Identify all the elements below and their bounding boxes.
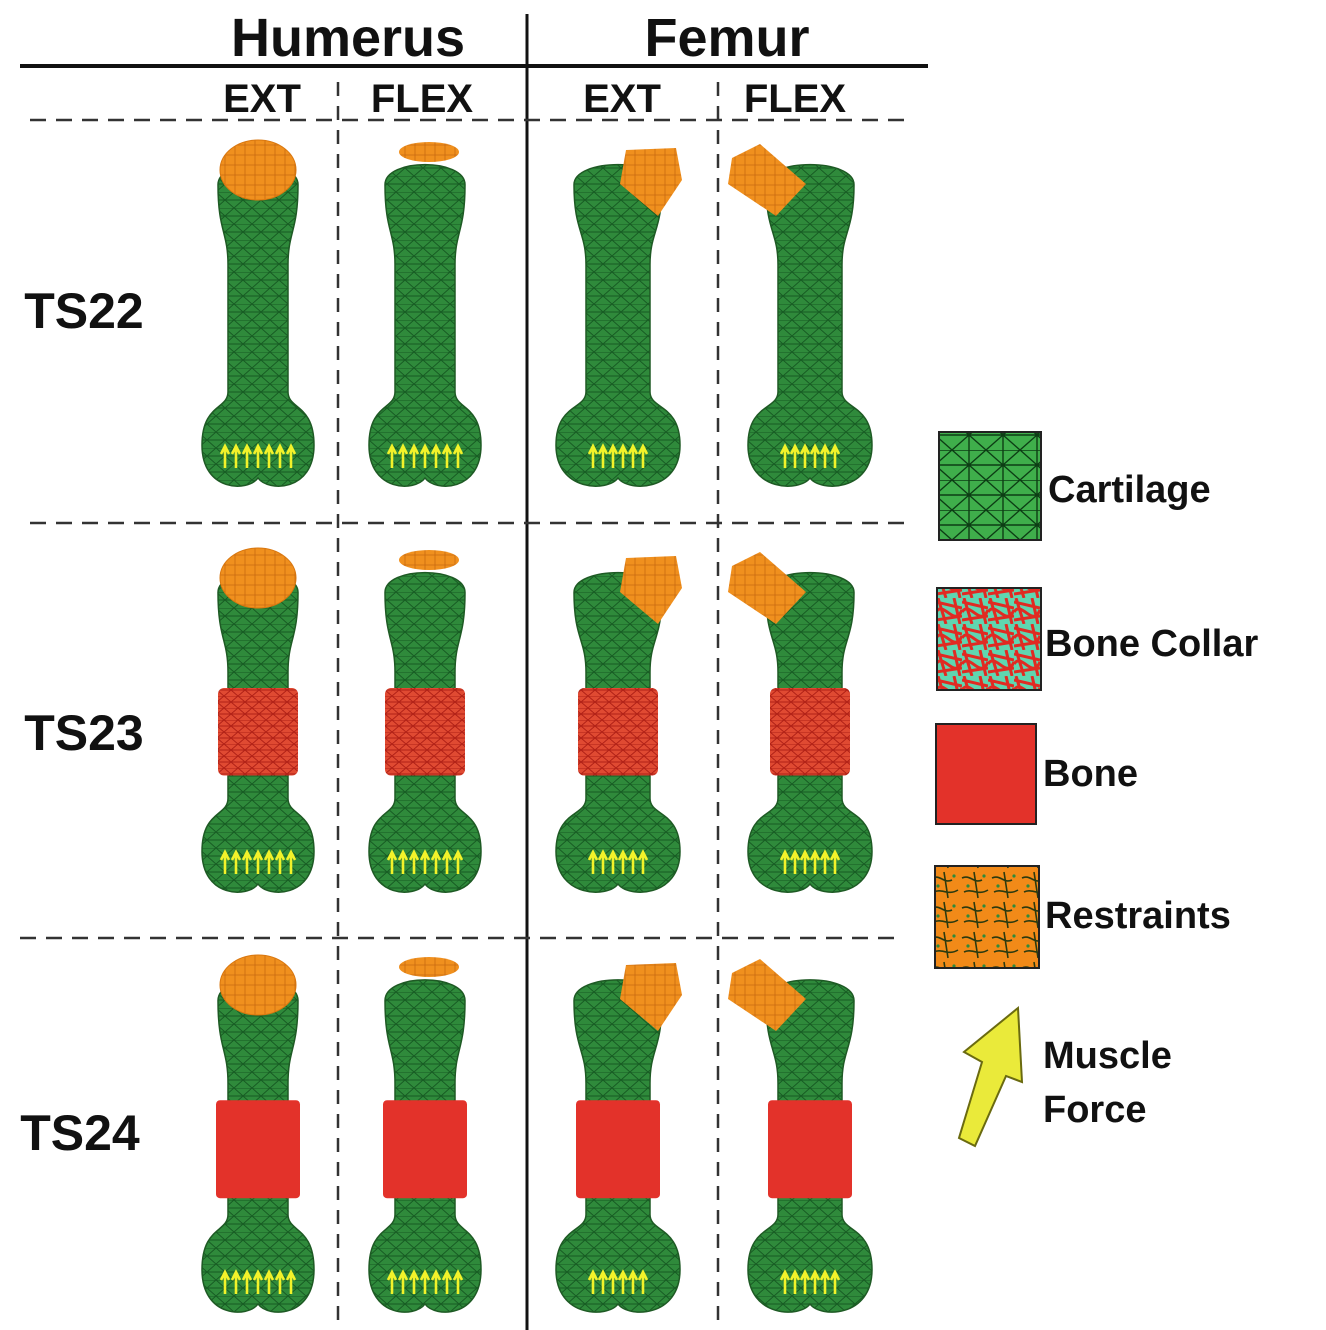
bone-femur-ext-ts24 <box>556 963 682 1312</box>
header-femur: Femur <box>644 8 809 68</box>
legend-item-restraints: Restraints <box>935 866 1231 968</box>
bone-band <box>383 1100 467 1198</box>
bone-humerus-flex-ts23 <box>369 550 481 892</box>
legend-swatch-restraints <box>935 866 1039 968</box>
legend-label-force: Force <box>1043 1089 1146 1131</box>
bone-models <box>202 140 872 1312</box>
bone-femur-flex-ts23 <box>728 552 872 892</box>
legend-swatch-bone <box>936 724 1036 824</box>
restraint-cap <box>399 550 459 570</box>
bone-collar-band <box>770 688 850 776</box>
row-label-ts22: TS22 <box>24 283 144 339</box>
bone-femur-flex-ts24 <box>728 959 872 1312</box>
row-labels: TS22 TS23 TS24 <box>20 283 144 1161</box>
bone-humerus-ext-ts23 <box>202 548 314 892</box>
column-headers: Humerus Femur EXT FLEX EXT FLEX <box>20 8 928 121</box>
legend-swatch-cartilage <box>939 432 1041 540</box>
header-humerus: Humerus <box>231 8 465 68</box>
header-femur-flex: FLEX <box>744 77 847 121</box>
bone-collar-band <box>218 688 298 776</box>
legend-item-muscle-force: Muscle Force <box>959 1008 1172 1146</box>
legend-label-bone: Bone <box>1043 753 1138 795</box>
legend: Cartilage Bone Collar Bone Restraints Mu… <box>935 432 1258 1146</box>
bone-band <box>216 1100 300 1198</box>
legend-item-bone: Bone <box>936 724 1138 824</box>
header-humerus-flex: FLEX <box>371 77 474 121</box>
bone-femur-flex-ts22 <box>728 144 872 486</box>
header-femur-ext: EXT <box>583 77 661 121</box>
muscle-force-arrow-icon <box>959 1008 1022 1146</box>
row-label-ts24: TS24 <box>20 1105 140 1161</box>
bone-femur-ext-ts22 <box>556 148 682 486</box>
legend-swatch-bone-collar <box>937 588 1041 690</box>
legend-label-restraints: Restraints <box>1045 895 1231 937</box>
bone-collar-band <box>578 688 658 776</box>
header-humerus-ext: EXT <box>223 77 301 121</box>
restraint-cap <box>220 548 296 608</box>
legend-label-muscle: Muscle <box>1043 1035 1172 1077</box>
bone-humerus-ext-ts22 <box>202 140 314 486</box>
bone-humerus-ext-ts24 <box>202 955 314 1312</box>
legend-label-bone-collar: Bone Collar <box>1045 623 1258 665</box>
legend-item-bone-collar: Bone Collar <box>937 588 1258 690</box>
legend-label-cartilage: Cartilage <box>1048 469 1211 511</box>
legend-item-cartilage: Cartilage <box>939 432 1211 540</box>
restraint-cap <box>399 957 459 977</box>
bone-collar-band <box>385 688 465 776</box>
bone-femur-ext-ts23 <box>556 556 682 892</box>
restraint-cap <box>220 140 296 200</box>
bone-humerus-flex-ts24 <box>369 957 481 1312</box>
bone-humerus-flex-ts22 <box>369 142 481 486</box>
restraint-cap <box>399 142 459 162</box>
bone-band <box>768 1100 852 1198</box>
row-label-ts23: TS23 <box>24 705 144 761</box>
restraint-cap <box>220 955 296 1015</box>
bone-band <box>576 1100 660 1198</box>
